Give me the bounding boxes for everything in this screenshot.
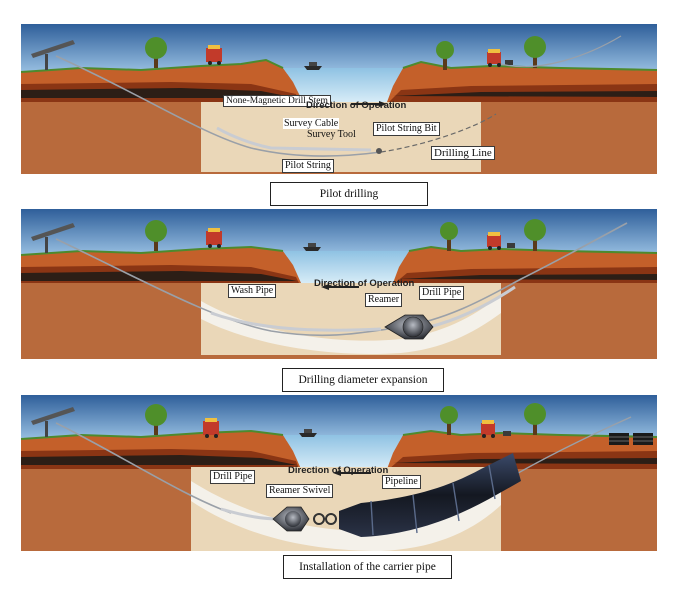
- tree-icon: [145, 404, 167, 435]
- drill-rig-icon: [31, 223, 75, 253]
- label-drilling-line: Drilling Line: [431, 146, 495, 160]
- label-pipeline: Pipeline: [382, 475, 421, 489]
- label-direction-of-operation: Direction of Operation: [288, 465, 389, 476]
- car-icon: [503, 431, 511, 436]
- pipe-stack-icon: [609, 433, 653, 445]
- panel-diameter-expansion: Direction of Operation Wash Pipe Reamer …: [21, 209, 657, 359]
- label-reamer: Reamer: [365, 293, 403, 307]
- reamer-icon: [384, 314, 434, 340]
- label-survey-tool: Survey Tool: [307, 129, 356, 140]
- boat-icon: [299, 429, 317, 437]
- caption-diameter-expansion: Drilling diameter expansion: [282, 368, 444, 392]
- boat-icon: [304, 62, 322, 70]
- truck-icon: [487, 49, 501, 67]
- tree-icon: [524, 219, 546, 251]
- label-direction-of-operation: Direction of Operation: [314, 278, 415, 289]
- label-drill-pipe: Drill Pipe: [419, 286, 465, 300]
- panel-pilot-drilling: None-Magnetic Drill Stem Direction of Op…: [21, 24, 657, 174]
- truck-icon: [481, 420, 495, 438]
- label-direction-of-operation: Direction of Operation: [306, 100, 407, 111]
- label-pilot-string-bit: Pilot String Bit: [373, 122, 440, 136]
- reamer-icon: [272, 506, 310, 532]
- label-survey-cable: Survey Cable: [283, 118, 340, 129]
- truck-icon: [206, 45, 222, 65]
- tree-icon: [524, 36, 546, 68]
- truck-icon: [487, 232, 501, 250]
- car-icon: [507, 243, 515, 248]
- diameter-expansion-diagram: [21, 209, 657, 359]
- carrier-pipe-installation-diagram: [21, 395, 657, 551]
- tree-icon: [145, 37, 167, 68]
- caption-pilot-drilling: Pilot drilling: [270, 182, 428, 206]
- drill-rig-icon: [31, 407, 75, 437]
- tree-icon: [440, 222, 458, 251]
- caption-carrier-pipe-installation: Installation of the carrier pipe: [283, 555, 452, 579]
- tree-icon: [436, 41, 454, 70]
- truck-icon: [203, 418, 219, 438]
- swivel-icon: [313, 513, 337, 525]
- tree-icon: [440, 406, 458, 435]
- truck-icon: [206, 228, 222, 248]
- pipeline-icon: [339, 453, 521, 537]
- label-wash-pipe: Wash Pipe: [228, 284, 277, 298]
- pilot-drilling-diagram: [21, 24, 657, 174]
- boat-icon: [303, 243, 321, 251]
- label-reamer-swivel: Reamer Swivel: [266, 484, 334, 498]
- drill-rig-icon: [31, 40, 75, 70]
- label-none-magnetic-drill-stem: None-Magnetic Drill Stem: [223, 95, 331, 107]
- tree-icon: [524, 403, 546, 435]
- car-icon: [505, 60, 513, 65]
- tree-icon: [145, 220, 167, 251]
- panel-carrier-pipe-installation: Direction of Operation Drill Pipe Reamer…: [21, 395, 657, 551]
- label-pilot-string: Pilot String: [282, 159, 334, 173]
- label-drill-pipe: Drill Pipe: [210, 470, 256, 484]
